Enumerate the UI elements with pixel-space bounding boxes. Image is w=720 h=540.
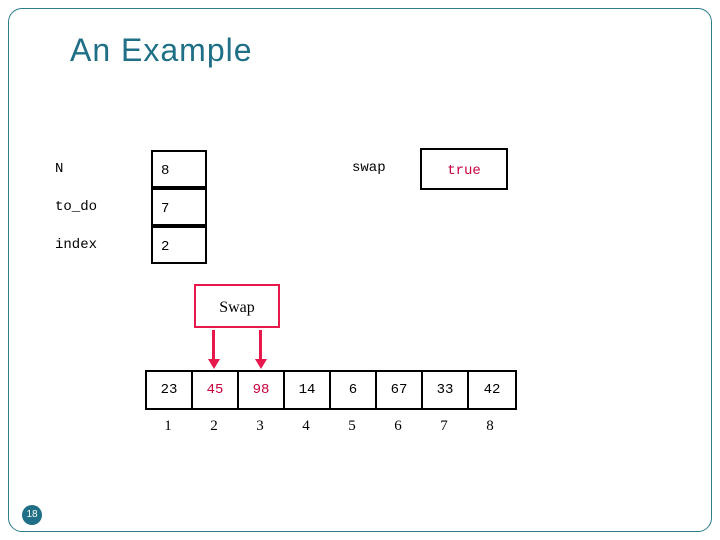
array-index: 3 [256, 418, 264, 434]
array-cell: 14 [285, 372, 331, 408]
swap-action-box: Swap [194, 284, 280, 328]
array-cell: 33 [423, 372, 469, 408]
array-index: 4 [302, 418, 310, 434]
array-cell: 98 [239, 372, 285, 408]
variable-label-to-do: to_do [55, 199, 98, 215]
swap-flag-label: swap [352, 160, 386, 176]
variable-table: N 8 to_do 7 index 2 [55, 150, 215, 266]
array-cell: 42 [483, 382, 501, 398]
array-index: 6 [394, 418, 402, 434]
swap-flag-value: true [420, 148, 508, 190]
array-index: 2 [210, 418, 218, 434]
array-index: 7 [440, 418, 448, 434]
variable-value-to-do: 7 [151, 188, 207, 226]
variable-value-index: 2 [151, 226, 207, 264]
slide-border [8, 8, 712, 532]
array-index: 5 [348, 418, 356, 434]
variable-label-index: index [55, 237, 98, 253]
array-index: 8 [486, 418, 494, 434]
page-title: An Example [70, 32, 253, 68]
variable-value-n: 8 [151, 150, 207, 188]
swap-arrow-left-icon [207, 330, 220, 369]
variable-label-n: N [55, 161, 64, 177]
array-row: 23 45 98 14 6 67 33 42 [145, 370, 517, 410]
swap-arrow-right-icon [254, 330, 267, 369]
array-cell: 45 [193, 372, 239, 408]
array-cell: 6 [331, 372, 377, 408]
array-index: 1 [164, 418, 172, 434]
array-cell: 23 [147, 372, 193, 408]
page-number-badge: 18 [22, 505, 42, 525]
array-cell: 67 [377, 372, 423, 408]
array-index-row: 1 2 3 4 5 6 7 8 [145, 418, 513, 435]
